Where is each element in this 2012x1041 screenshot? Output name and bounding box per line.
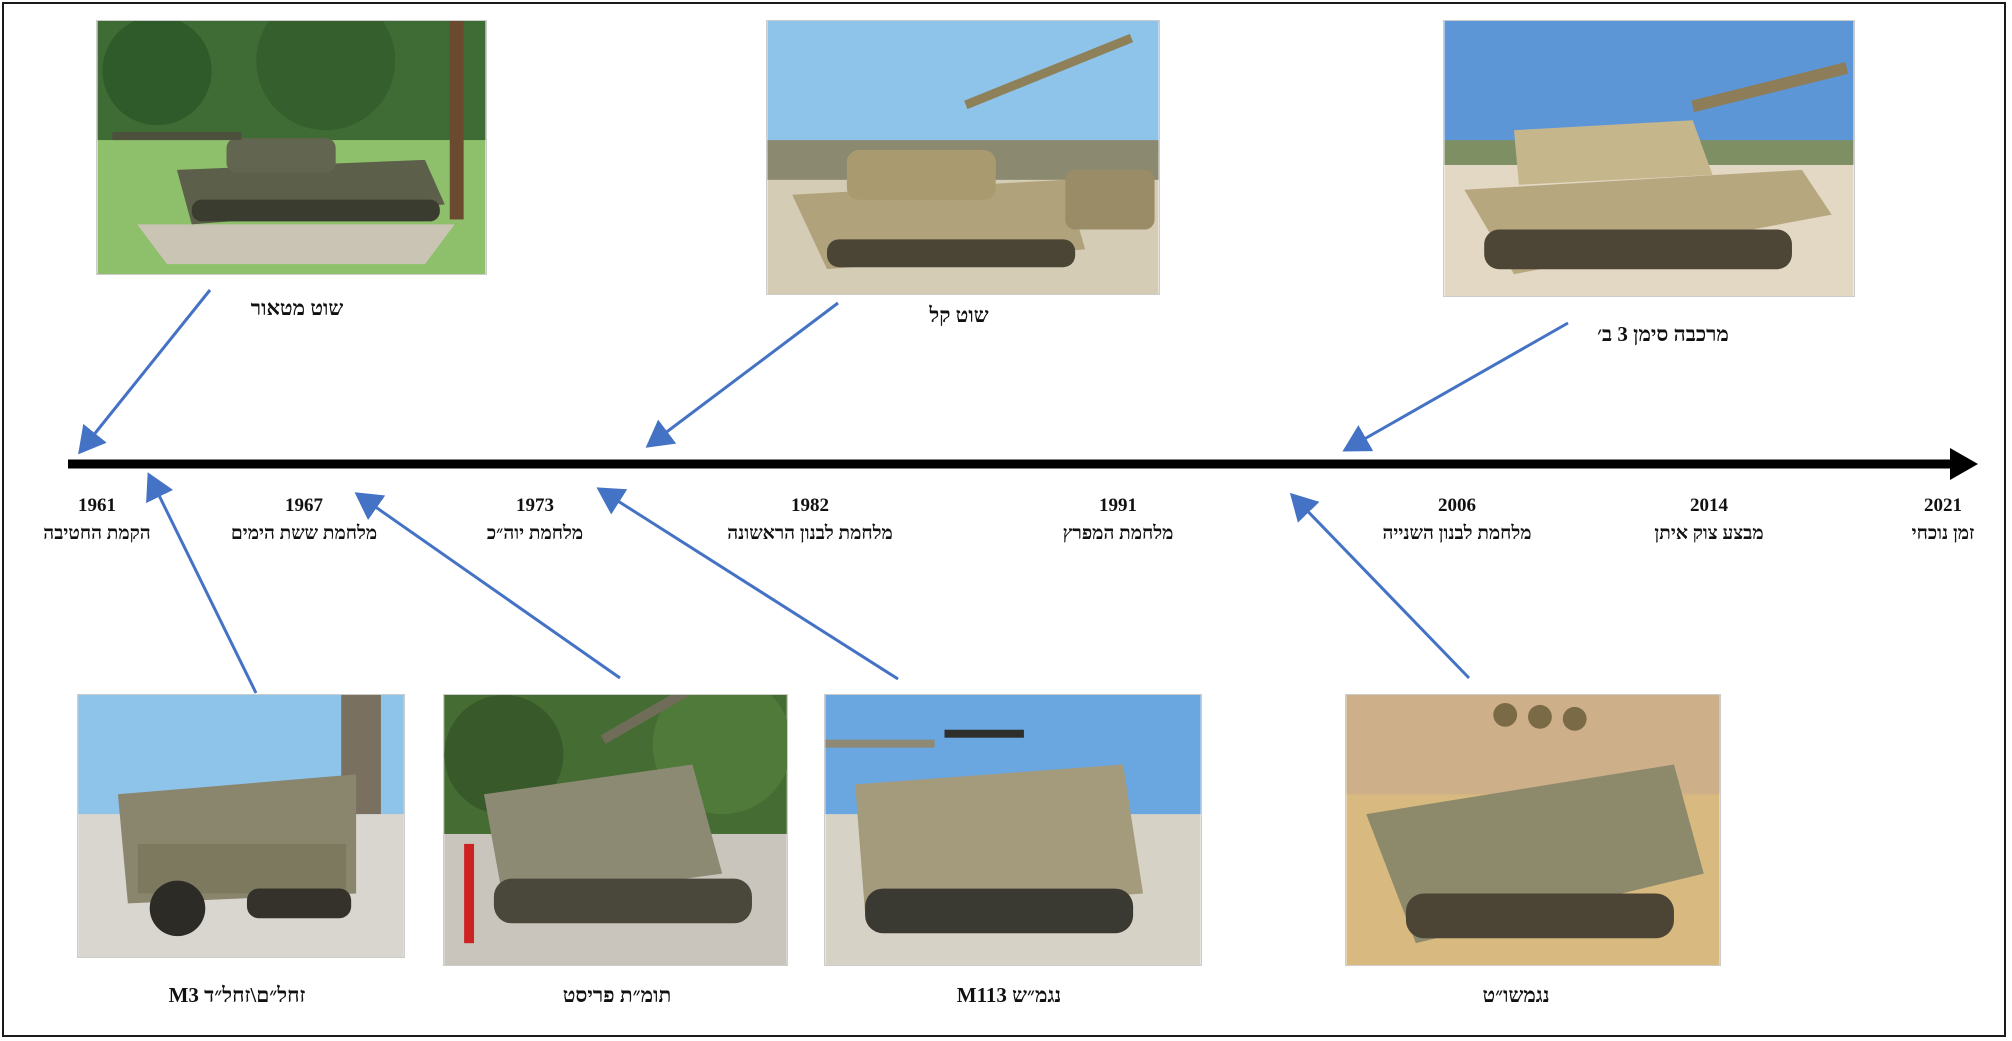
tick-label: הקמת החטיבה xyxy=(43,523,151,544)
tick-year: 2021 xyxy=(1924,495,1962,516)
apc-photo-icon xyxy=(825,695,1201,965)
self-propelled-gun-photo-icon xyxy=(444,695,787,965)
halftrack-photo-icon xyxy=(78,695,404,957)
caption-shot-kal: שוט קל xyxy=(929,303,989,327)
tick-label: מלחמת ששת הימים xyxy=(230,523,378,544)
tick-year: 1967 xyxy=(285,495,323,516)
photo-m3-halftrack xyxy=(77,694,405,958)
caption-priest: תומ״ת פריסט xyxy=(562,983,672,1007)
tick-1967: 1967 מלחמת ששת הימים xyxy=(231,492,377,548)
tick-1961: 1961 הקמת החטיבה xyxy=(43,492,150,548)
tick-2014: 2014 מבצע צוק איתן xyxy=(1654,492,1763,548)
photo-merkava-3b xyxy=(1443,20,1855,297)
connector-m3 xyxy=(146,472,258,694)
tick-2006: 2006 מלחמת לבנון השנייה xyxy=(1382,492,1531,548)
tick-year: 1961 xyxy=(77,495,116,516)
tick-year: 1982 xyxy=(791,495,829,516)
tick-1982: 1982 מלחמת לבנון הראשונה xyxy=(727,492,893,548)
connector-m113 xyxy=(596,487,899,681)
tick-1973: 1973 מלחמת יוה״כ xyxy=(487,492,583,548)
caption-m113: נגמ״ש M113 xyxy=(956,983,1062,1007)
connector-shot-kal xyxy=(645,301,839,448)
connector-shot-meteor xyxy=(78,289,212,455)
timeline-axis-arrowhead xyxy=(1950,448,1978,480)
tick-1991: 1991 מלחמת המפרץ xyxy=(1063,492,1174,548)
caption-merkava-3b: מרכבה סימן 3 ב׳ xyxy=(1597,322,1729,346)
photo-nagmashot xyxy=(1345,694,1721,966)
tank-photo-icon xyxy=(1444,21,1854,296)
photo-shot-meteor xyxy=(96,20,487,275)
tick-year: 1991 xyxy=(1098,495,1137,516)
tank-photo-icon xyxy=(97,21,486,274)
connector-priest xyxy=(354,492,621,680)
photo-m113 xyxy=(824,694,1202,966)
heavy-apc-photo-icon xyxy=(1346,695,1720,965)
tick-label: זמן נוכחי xyxy=(1911,523,1975,544)
tick-label: מלחמת המפרץ xyxy=(1062,523,1174,544)
tick-year: 2014 xyxy=(1689,495,1728,516)
photo-shot-kal xyxy=(766,20,1160,295)
tick-label: מלחמת לבנון הראשונה xyxy=(727,523,893,544)
tank-photo-icon xyxy=(767,21,1159,294)
tick-year: 1973 xyxy=(516,495,554,516)
caption-m3: זחל״ם\זחל״ד M3 xyxy=(168,983,306,1007)
photo-priest xyxy=(443,694,788,966)
connector-nagmashot xyxy=(1289,492,1471,680)
caption-nagmashot: נגמשו״ט xyxy=(1482,983,1550,1007)
tick-label: מלחמת לבנון השנייה xyxy=(1382,523,1532,544)
tick-label: מלחמת יוה״כ xyxy=(486,523,584,544)
tick-year: 2006 xyxy=(1438,495,1476,516)
caption-shot-meteor: שוט מטאור xyxy=(250,296,344,320)
connector-merkava-3b xyxy=(1342,321,1569,452)
tick-2021: 2021 זמן נוכחי xyxy=(1912,492,1975,548)
tick-label: מבצע צוק איתן xyxy=(1654,523,1764,544)
